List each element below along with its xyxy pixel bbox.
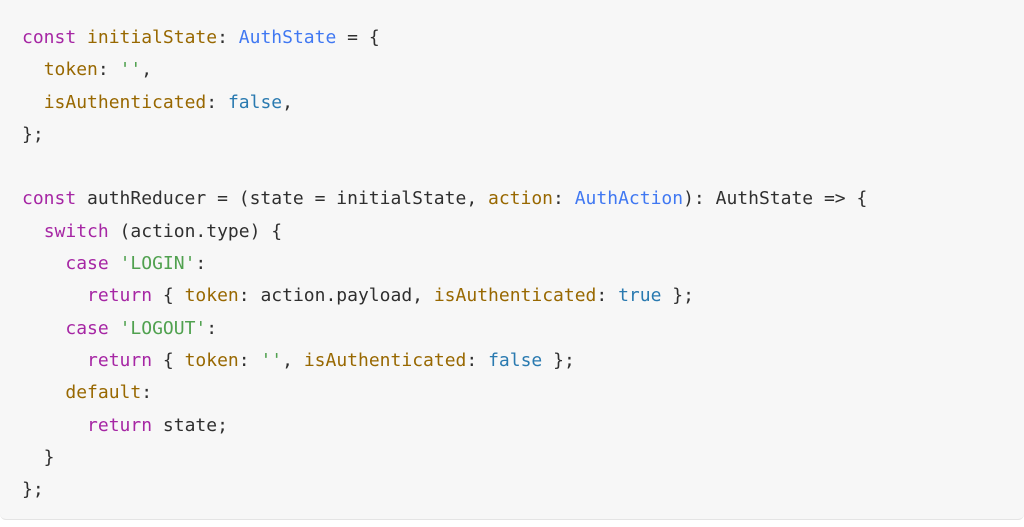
code-token: '' — [119, 59, 142, 81]
code-line: return { token: '', isAuthenticated: fal… — [22, 345, 1024, 377]
code-line — [22, 151, 1024, 183]
code-token: case — [65, 317, 109, 339]
code-line: switch (action.type) { — [22, 216, 1024, 248]
code-token: : — [466, 349, 489, 371]
code-token: return — [87, 349, 153, 371]
code-token: '' — [260, 349, 283, 371]
code-token: }; — [22, 123, 44, 145]
code-line: }; — [22, 119, 1024, 151]
code-token — [22, 318, 65, 339]
code-token: , — [282, 91, 293, 113]
code-token — [22, 285, 87, 306]
code-token: isAuthenticated — [43, 91, 207, 113]
code-token — [22, 59, 44, 80]
code-token: = { — [336, 27, 380, 48]
code-token: : — [553, 188, 575, 210]
code-token: action — [488, 188, 554, 210]
code-token: : — [238, 349, 261, 371]
code-token: : — [596, 285, 619, 307]
code-token: false — [488, 349, 543, 371]
code-line: return { token: action.payload, isAuthen… — [22, 280, 1024, 312]
code-token: : — [206, 91, 228, 113]
code-line: default: — [22, 377, 1024, 409]
code-token: (action.type) { — [108, 220, 283, 242]
code-token: , — [141, 59, 153, 81]
code-token — [109, 253, 120, 274]
code-token: const — [22, 27, 77, 48]
code-token — [22, 382, 65, 403]
code-token — [22, 253, 65, 274]
code-token: initialState — [87, 27, 218, 48]
code-line: const initialState: AuthState = { — [22, 22, 1024, 54]
code-token: default — [65, 382, 142, 404]
code-token: }; — [661, 285, 694, 307]
code-token: state; — [152, 414, 228, 436]
code-text: const initialState: AuthState = { token:… — [22, 22, 1024, 506]
code-token — [76, 27, 87, 48]
code-token: token — [43, 59, 98, 81]
code-token: 'LOGOUT' — [119, 317, 207, 339]
code-token — [22, 350, 87, 371]
code-line: isAuthenticated: false, — [22, 87, 1024, 119]
code-line: return state; — [22, 410, 1024, 442]
code-token: { — [152, 285, 185, 307]
code-line: } — [22, 442, 1024, 474]
code-token: : — [195, 253, 207, 275]
code-token: isAuthenticated — [303, 349, 467, 371]
code-line: token: '', — [22, 54, 1024, 86]
code-line: case 'LOGIN': — [22, 248, 1024, 280]
code-token: isAuthenticated — [433, 285, 597, 307]
code-token: : — [97, 59, 120, 81]
code-token: return — [87, 414, 153, 436]
code-token — [22, 221, 44, 242]
code-token — [109, 318, 120, 339]
code-token: : action.payload, — [238, 285, 434, 307]
code-token: case — [65, 253, 109, 275]
code-token — [22, 415, 87, 436]
code-token: return — [87, 285, 153, 307]
code-line: }; — [22, 474, 1024, 506]
code-token: true — [618, 285, 662, 307]
code-token: } — [22, 446, 55, 468]
code-token: 'LOGIN' — [119, 253, 196, 275]
code-token: token — [184, 285, 239, 307]
code-token: AuthAction — [574, 188, 684, 210]
code-token: { — [152, 349, 185, 371]
code-token: const — [22, 188, 77, 210]
code-token: authReducer = (state = initialState, — [76, 188, 488, 210]
code-token: false — [227, 91, 283, 113]
code-token: : — [217, 27, 239, 48]
code-token: }; — [22, 479, 44, 501]
code-line: case 'LOGOUT': — [22, 313, 1024, 345]
code-token: : — [141, 382, 153, 404]
code-line: const authReducer = (state = initialStat… — [22, 183, 1024, 215]
code-token: token — [184, 349, 239, 371]
code-token: : — [206, 317, 218, 339]
code-token: AuthState — [238, 27, 337, 48]
code-token: switch — [43, 220, 109, 242]
code-token: }; — [542, 349, 575, 371]
code-token: ): AuthState => { — [683, 188, 868, 210]
code-token — [22, 92, 44, 113]
code-token: , — [282, 349, 304, 371]
